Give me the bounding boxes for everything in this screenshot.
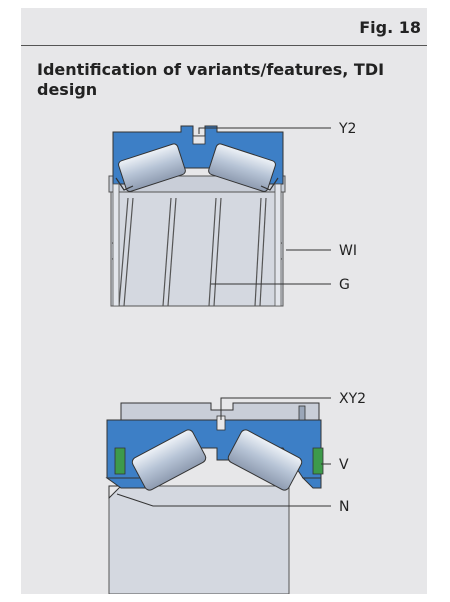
figure-number: Fig. 18	[359, 18, 421, 37]
callout-xy2: XY2	[339, 391, 366, 407]
header-rule	[21, 45, 427, 46]
callout-y2: Y2	[338, 121, 356, 137]
callout-wi: WI	[339, 243, 357, 259]
top-roller-right	[208, 143, 276, 192]
bottom-leaders	[116, 397, 331, 507]
seal-right	[312, 447, 324, 475]
callout-v: V	[339, 457, 349, 473]
callout-n: N	[339, 499, 349, 515]
bottom-roller-right	[227, 429, 303, 491]
top-roller-left	[118, 143, 186, 192]
figure-panel: Fig. 18 Identification of variants/featu…	[21, 8, 427, 594]
top-bearing-section	[108, 125, 286, 307]
y2-slot	[192, 135, 206, 145]
bearing-drawings: Y2 WI G	[105, 121, 366, 594]
figure-title: Identification of variants/features, TDI…	[37, 60, 385, 99]
bottom-bearing-section	[105, 402, 324, 594]
bottom-sleeve	[108, 485, 290, 594]
bottom-roller-left	[131, 429, 207, 491]
seal-left	[114, 447, 126, 475]
callout-g: G	[339, 277, 350, 293]
top-leaders	[198, 127, 331, 285]
top-sleeve	[110, 175, 284, 307]
top-grooves	[118, 197, 267, 307]
